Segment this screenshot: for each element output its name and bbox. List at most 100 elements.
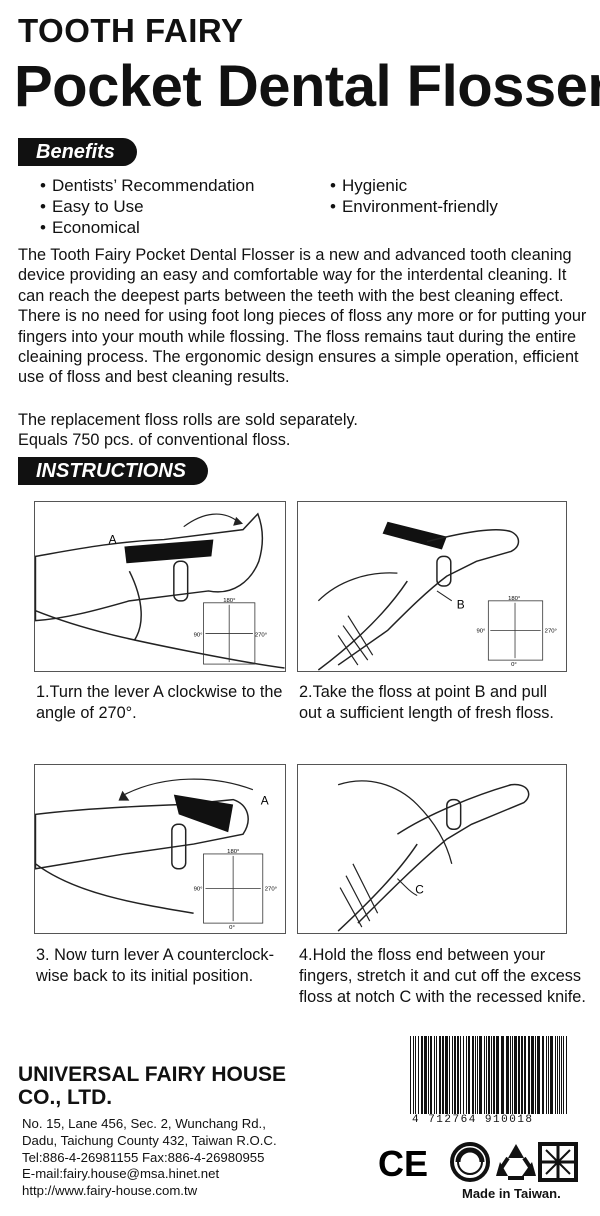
instructions-heading: INSTRUCTIONS: [18, 457, 208, 485]
degree-label: 270°: [255, 632, 267, 638]
barcode-bar: [521, 1036, 523, 1114]
barcode-bar: [410, 1036, 411, 1114]
green-dot-icon: [450, 1142, 490, 1182]
label-b: B: [457, 598, 465, 612]
barcode-bar: [555, 1036, 556, 1114]
instruction-illustration-1: A 180° 90° 270°: [34, 501, 286, 672]
product-title: Pocket Dental Flosser: [14, 54, 600, 119]
ce-mark-icon: CE: [378, 1143, 428, 1184]
barcode-bar: [445, 1036, 448, 1114]
barcode-bar: [557, 1036, 558, 1114]
barcode-bar: [546, 1036, 547, 1114]
replacement-info: The replacement floss rolls are sold sep…: [18, 410, 578, 451]
email: E-mail:fairy.house@msa.hinet.net: [22, 1166, 220, 1182]
benefit-item: Dentists’ Recommendation: [40, 175, 255, 196]
barcode-bar: [449, 1036, 450, 1114]
barcode-bar: [561, 1036, 562, 1114]
barcode-bar: [501, 1036, 504, 1114]
degree-label: 90°: [194, 887, 203, 893]
instruction-step-2: 2.Take the floss at point B and pull out…: [299, 683, 554, 722]
barcode-bar: [418, 1036, 419, 1114]
barcode-bar: [542, 1036, 544, 1114]
label-a: A: [261, 794, 269, 808]
label-a: A: [109, 533, 117, 547]
resy-mark-icon: [538, 1142, 578, 1182]
barcode-bar: [548, 1036, 549, 1114]
degree-label: 270°: [545, 628, 557, 634]
instruction-illustration-4: C: [297, 764, 567, 934]
barcode-bar: [472, 1036, 474, 1114]
barcode-bar: [484, 1036, 485, 1114]
product-description: The Tooth Fairy Pocket Dental Flosser is…: [18, 246, 587, 387]
barcode-bar: [460, 1036, 461, 1114]
flosser-drawing-1: A 180° 90° 270°: [35, 512, 285, 669]
degree-label: 180°: [223, 598, 235, 604]
company-contact: No. 15, Lane 456, Sec. 2, Wunchang Rd., …: [22, 1116, 277, 1200]
instruction-illustration-2: B 180° 90° 270° 0°: [297, 501, 567, 672]
degree-label: 180°: [508, 596, 520, 602]
address-line: Dadu, Taichung County 432, Taiwan R.O.C.: [22, 1132, 277, 1148]
barcode-bar: [524, 1036, 526, 1114]
barcode-bar: [537, 1036, 540, 1114]
made-in-label: Made in Taiwan.: [462, 1186, 561, 1201]
replacement-line: Equals 750 pcs. of conventional floss.: [18, 431, 291, 450]
degree-label: 180°: [227, 849, 239, 855]
barcode-bar: [436, 1036, 437, 1114]
barcode-bar: [428, 1036, 429, 1114]
barcode-bar: [559, 1036, 560, 1114]
company-name-line: CO., LTD.: [18, 1086, 113, 1109]
barcode-bar: [506, 1036, 509, 1114]
benefit-item: Hygienic: [330, 175, 498, 196]
degree-label: 270°: [265, 887, 277, 893]
barcode-bar: [514, 1036, 517, 1114]
benefits-left-column: Dentists’ Recommendation Easy to Use Eco…: [40, 175, 255, 238]
instruction-step-3: 3. Now turn lever A counterclock-wise ba…: [36, 946, 274, 985]
address-line: No. 15, Lane 456, Sec. 2, Wunchang Rd.,: [22, 1116, 266, 1131]
flosser-drawing-3: A 180° 90° 270° 0°: [35, 778, 277, 931]
brand-name: TOOTH FAIRY: [18, 12, 244, 49]
barcode-bar: [493, 1036, 495, 1114]
barcode-bar: [566, 1036, 567, 1114]
barcode-bar: [550, 1036, 553, 1114]
company-name-line: UNIVERSAL FAIRY HOUSE: [18, 1063, 286, 1086]
benefit-item: Economical: [40, 217, 254, 238]
barcode-bar: [466, 1036, 467, 1114]
barcode-bar: [486, 1036, 487, 1114]
barcode-bar: [430, 1036, 432, 1114]
barcode-bar: [518, 1036, 520, 1114]
barcode-bar: [491, 1036, 492, 1114]
barcode: [410, 1036, 567, 1114]
benefits-heading: Benefits: [18, 138, 137, 166]
barcode-bar: [477, 1036, 478, 1114]
replacement-line: The replacement floss rolls are sold sep…: [18, 411, 358, 429]
barcode-bar: [442, 1036, 444, 1114]
barcode-bar: [488, 1036, 490, 1114]
degree-label: 90°: [476, 628, 485, 634]
website: http://www.fairy-house.com.tw: [22, 1183, 198, 1199]
barcode-bar: [452, 1036, 453, 1114]
barcode-bar: [454, 1036, 456, 1114]
barcode-bar: [413, 1036, 414, 1114]
benefits-right-column: Hygienic Environment-friendly: [330, 175, 498, 217]
barcode-bar: [496, 1036, 499, 1114]
company-name: UNIVERSAL FAIRY HOUSE CO., LTD.: [18, 1063, 286, 1109]
barcode-bar: [421, 1036, 423, 1114]
barcode-number: 4 712764 910018: [412, 1114, 534, 1126]
barcode-bar: [415, 1036, 416, 1114]
recycle-icon: [496, 1144, 536, 1180]
barcode-bar: [479, 1036, 482, 1114]
barcode-bar: [475, 1036, 476, 1114]
instruction-step-1: 1.Turn the lever A clockwise to the angl…: [36, 683, 283, 722]
phone-fax: Tel:886-4-26981155 Fax:886-4-26980955: [22, 1149, 265, 1165]
barcode-bar: [512, 1036, 513, 1114]
instruction-step-4: 4.Hold the floss end between your finger…: [299, 946, 586, 1006]
benefit-item: Environment-friendly: [330, 196, 498, 217]
degree-label: 0°: [511, 662, 517, 668]
barcode-bar: [439, 1036, 441, 1114]
degree-label: 0°: [229, 925, 235, 931]
barcode-bar: [424, 1036, 427, 1114]
instruction-illustration-3: A 180° 90° 270° 0°: [34, 764, 286, 934]
barcode-bar: [463, 1036, 464, 1114]
barcode-bar: [563, 1036, 564, 1114]
degree-label: 90°: [194, 632, 203, 638]
